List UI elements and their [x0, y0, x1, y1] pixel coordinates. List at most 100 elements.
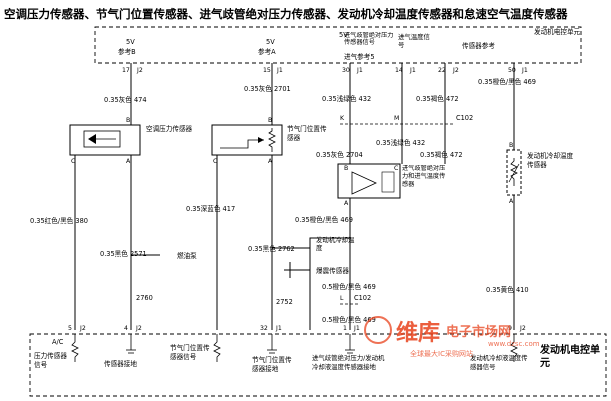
top-pins: 17 J2 15 J1 30 J1 14 J1 22 J2 50 J1 — [122, 67, 528, 74]
ref-b-label: 参考B — [118, 47, 136, 56]
ect-signal-label: 发动机冷却液温度传感器信号 — [470, 354, 528, 371]
pin-top-2: 15 — [263, 67, 271, 74]
ac-pin-b: B — [126, 117, 130, 124]
wire-2571: 0.35黑色 2571 — [100, 249, 147, 258]
pin-bot-2-conn: J2 — [135, 325, 142, 332]
wire-469d: 0.5橙色/黑色 469 — [322, 315, 376, 324]
pin-bot-5: 9 — [508, 325, 512, 332]
diagram-title: 空调压力传感器、节气门位置传感器、进气歧管绝对压力传感器、发动机冷却温度传感器和… — [4, 7, 568, 21]
ac-pressure-sensor — [69, 124, 141, 156]
ecm-bottom-box — [29, 333, 607, 397]
ect-gauge-label: 发动机冷却温度 — [316, 236, 355, 252]
ac-signal-label: 压力传感器信号 — [34, 352, 67, 369]
throttle-position-sensor — [211, 124, 283, 156]
pin-top-6-conn: J1 — [521, 67, 528, 74]
wire-472: 0.35褐色 472 — [416, 94, 459, 103]
wire-2762: 0.35黑色 2762 — [248, 244, 295, 253]
pin-bot-3: 32 — [260, 325, 268, 332]
sensor-ref-label: 传感器参考 — [462, 41, 495, 50]
pin-bot-4: 1 — [343, 325, 347, 332]
bottom-ground-symbols — [71, 334, 518, 362]
tps-pin-c: C — [213, 158, 217, 165]
pin-top-4-conn: J1 — [409, 67, 416, 74]
map-pin-a: A — [344, 200, 349, 207]
conn-l: L — [340, 295, 344, 302]
wire-410: 0.35黄色 410 — [486, 285, 529, 294]
ac-pin-a: A — [126, 158, 131, 165]
ect-sensor-label: 发动机冷却温度传感器 — [527, 152, 574, 169]
conn-c102b: C102 — [354, 294, 371, 302]
conn-k: K — [340, 115, 345, 122]
pin-top-4: 14 — [395, 67, 403, 74]
wire-labels: 0.35灰色 474 0.35灰色 2701 0.35浅绿色 432 0.35褐… — [30, 77, 536, 324]
pin-bot-1: 5 — [68, 325, 72, 332]
map-pin-b: B — [344, 165, 348, 172]
wire-474: 0.35灰色 474 — [104, 95, 147, 104]
wire-432b: 0.35浅绿色 432 — [376, 138, 425, 147]
pin-top-2-conn: J1 — [276, 67, 283, 74]
wire-469c: 0.5橙色/黑色 469 — [322, 282, 376, 291]
watermark-brand: 维库 — [396, 320, 440, 346]
tps-pin-b: B — [268, 117, 272, 124]
ac-sensor-label: 空调压力传感器 — [146, 124, 193, 133]
conn-m: M — [394, 115, 399, 122]
wire-432: 0.35浅绿色 432 — [322, 94, 371, 103]
tps-pin-a: A — [268, 158, 273, 165]
watermark: 维库 电子市场网 全球最大IC采购网站 www.dzsc.com — [364, 316, 540, 358]
pin-top-5-conn: J2 — [452, 67, 459, 74]
watermark-slogan: 全球最大IC采购网站 — [410, 349, 473, 358]
ecm-top-label: 发动机电控单元 — [534, 28, 581, 36]
pin-bot-1-conn: J2 — [79, 325, 86, 332]
watermark-site: 电子市场网 — [446, 324, 511, 340]
ac-bottom-label: A/C — [52, 338, 64, 346]
v5-a-label: 5V — [266, 38, 275, 46]
wire-472b: 0.35褐色 472 — [420, 150, 463, 159]
wire-417: 0.35深蓝色 417 — [186, 204, 235, 213]
wire-2760: 2760 — [136, 294, 153, 302]
watermark-logo-icon — [364, 316, 392, 344]
v5-b-label: 5V — [126, 38, 135, 46]
watermark-url: www.dzsc.com — [488, 340, 540, 348]
iat-signal-top-label: 进气温度信号 — [398, 33, 430, 49]
fuel-pump-label: 燃油泵 — [177, 251, 197, 260]
pin-top-5: 22 — [438, 67, 446, 74]
knock-sensor-label: 爆震传感器 — [316, 266, 349, 275]
ect-sensor — [506, 149, 522, 196]
tps-signal-label: 节气门位置传感器信号 — [170, 344, 210, 361]
wire-380: 0.35红色/黑色 380 — [30, 216, 88, 225]
pin-bot-4-conn: J1 — [353, 325, 360, 332]
conn-c102: C102 — [456, 114, 473, 122]
tps-ground-label: 节气门位置传感器接地 — [252, 356, 292, 373]
bottom-pins: 5 J2 4 J2 32 J1 1 J1 9 J2 — [68, 325, 526, 332]
tps-label: 节气门位置传感器 — [287, 125, 327, 142]
ac-pin-c: C — [71, 158, 75, 165]
wire-2701: 0.35灰色 2701 — [244, 84, 291, 93]
wires — [74, 63, 515, 330]
pin-top-3-conn: J1 — [356, 67, 363, 74]
ref-c-label: 进气参考5 — [344, 52, 375, 61]
pin-top-6: 50 — [508, 67, 516, 74]
map-iat-signal-label: 进气歧管绝对压力传感器信号 — [344, 32, 394, 46]
ecm-top-box — [94, 26, 582, 64]
wire-469b: 0.35橙色/黑色 469 — [295, 215, 353, 224]
pin-bot-2: 4 — [124, 325, 128, 332]
map-ect-ground-label: 进气歧管绝对压力/发动机冷却液温度传感器接地 — [312, 354, 385, 371]
pin-top-3: 30 — [342, 67, 350, 74]
map-pin-c: C — [394, 165, 398, 172]
ref-a-label: 参考A — [258, 47, 276, 56]
pin-bot-5-conn: J2 — [519, 325, 526, 332]
wire-2704: 0.35灰色 2704 — [316, 150, 363, 159]
v5-c-label: 5V — [339, 31, 348, 39]
ect-pin-a: A — [509, 198, 514, 205]
wire-469: 0.35橙色/黑色 469 — [478, 77, 536, 86]
sensor-ground-label: 传感器接地 — [104, 359, 137, 368]
map-sensor-label: 进气歧管绝对压力和进气温度传感器 — [402, 165, 446, 188]
pin-top-1-conn: J2 — [136, 67, 143, 74]
pin-bot-3-conn: J1 — [275, 325, 282, 332]
wire-2752: 2752 — [276, 298, 293, 306]
ect-pin-b: B — [509, 142, 513, 149]
pin-top-1: 17 — [122, 67, 130, 74]
ecm-bottom-label: 发动机电控单元 — [540, 345, 600, 369]
